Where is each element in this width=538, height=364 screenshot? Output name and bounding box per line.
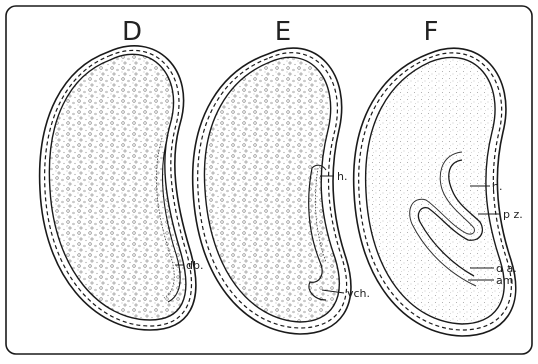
panel-f-label-am: am [496,274,513,287]
panel-e-label-vch: vch. [347,287,370,300]
panel-f-label-h: h. [492,180,502,193]
panel-e-letter: E [275,17,291,47]
panel-d-label-db: db. [186,259,203,272]
panel-e: E h. vch. [193,17,370,334]
panel-f-letter: F [424,17,439,47]
panel-f-label-pz: p z. [503,208,523,221]
panel-d: D db. [40,17,204,330]
panel-d-letter: D [122,17,142,47]
panel-e-label-h: h. [337,170,347,183]
panel-f: F h. p z. d a. am [354,17,523,336]
